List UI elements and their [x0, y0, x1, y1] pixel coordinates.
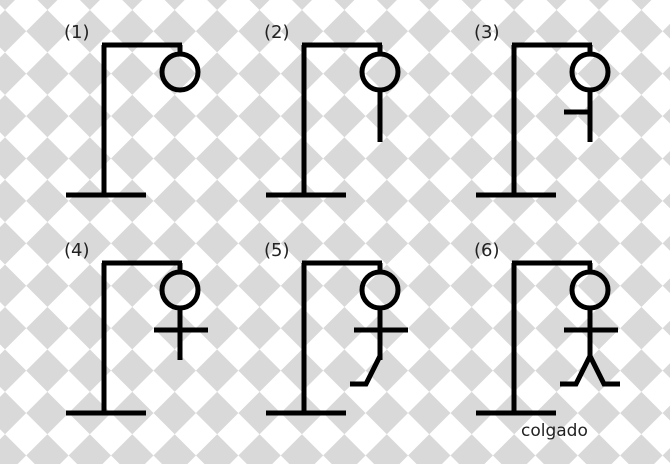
- figure-right-leg: [590, 356, 620, 384]
- panel-label: (1): [64, 24, 90, 42]
- hangman-drawing: [262, 218, 477, 433]
- hangman-drawing: [262, 0, 477, 215]
- hangman-panel-5: (5): [262, 218, 477, 433]
- panel-label: (3): [474, 24, 500, 42]
- hangman-drawing: [62, 0, 277, 215]
- hangman-drawing: [62, 218, 277, 433]
- panel-label: (5): [264, 242, 290, 260]
- figure-head: [362, 272, 398, 308]
- figure-head: [362, 54, 398, 90]
- hangman-panel-1: (1): [62, 0, 277, 215]
- figure-head: [572, 272, 608, 308]
- hangman-panel-4: (4): [62, 218, 277, 433]
- figure-head: [572, 54, 608, 90]
- panel-label: (4): [64, 242, 90, 260]
- figure-head: [162, 54, 198, 90]
- figure-left-leg: [560, 356, 590, 384]
- hangman-drawing: [472, 0, 670, 215]
- panel-label: (2): [264, 24, 290, 42]
- panel-label: (6): [474, 242, 500, 260]
- hangman-panel-3: (3): [472, 0, 670, 215]
- hangman-panel-2: (2): [262, 0, 477, 215]
- hangman-drawing: [472, 218, 670, 433]
- hanged-caption: colgado: [521, 423, 588, 440]
- hangman-panel-6: (6): [472, 218, 670, 433]
- figure-head: [162, 272, 198, 308]
- figure-left-leg: [350, 356, 380, 384]
